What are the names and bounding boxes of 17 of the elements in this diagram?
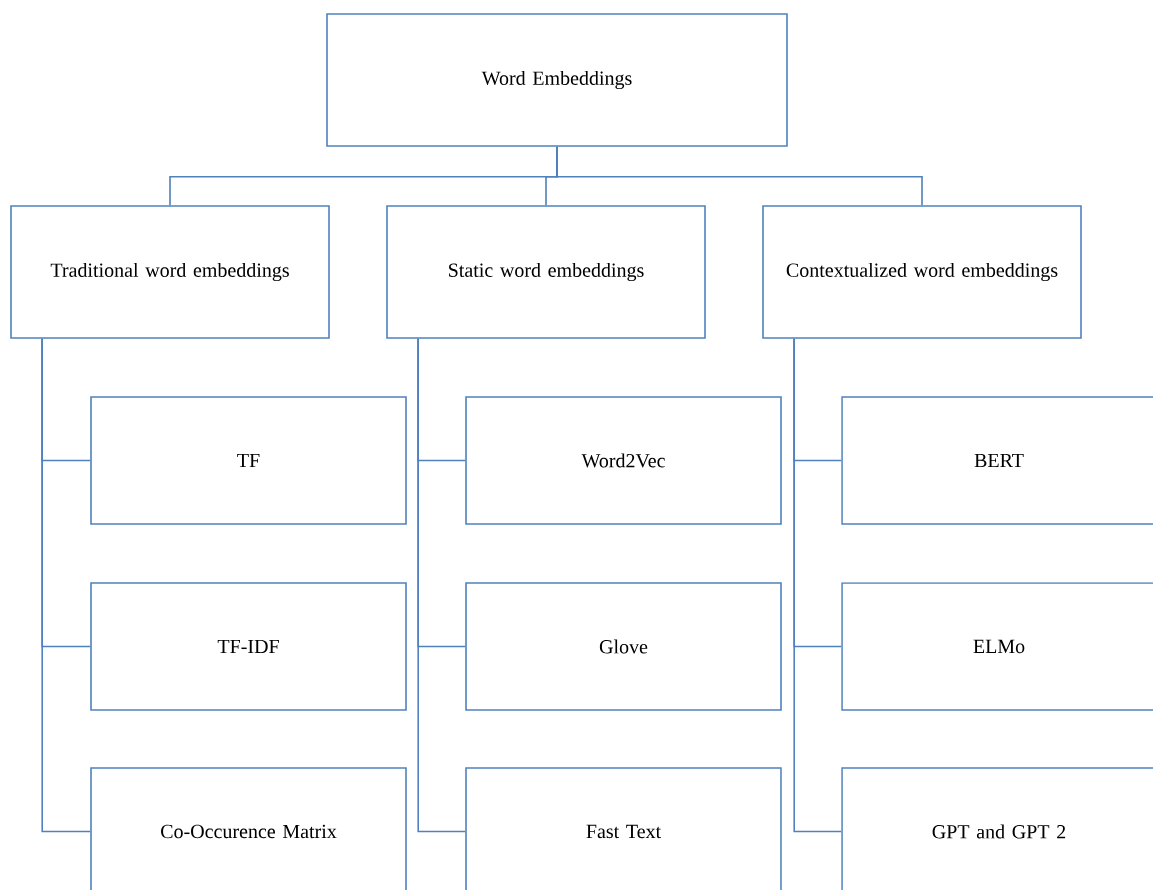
connector-line [417,338,466,833]
connector-line [556,146,923,206]
method-box: TF-IDF [90,582,407,711]
method-box: Word2Vec [465,396,782,525]
method-box: GPT and GPT 2 [841,767,1153,890]
method-box: ELMo [841,582,1153,711]
method-box: BERT [841,396,1153,525]
method-box: Fast Text [465,767,782,890]
connector-line [41,338,91,833]
connector-line [793,338,842,833]
method-box: Glove [465,582,782,711]
method-box: Co-Occurence Matrix [90,767,407,890]
category-box: Static word embeddings [386,205,706,339]
category-box: Traditional word embeddings [10,205,330,339]
method-box: TF [90,396,407,525]
category-box: Word Embeddings [326,13,788,147]
category-box: Contextualized word embeddings [762,205,1082,339]
